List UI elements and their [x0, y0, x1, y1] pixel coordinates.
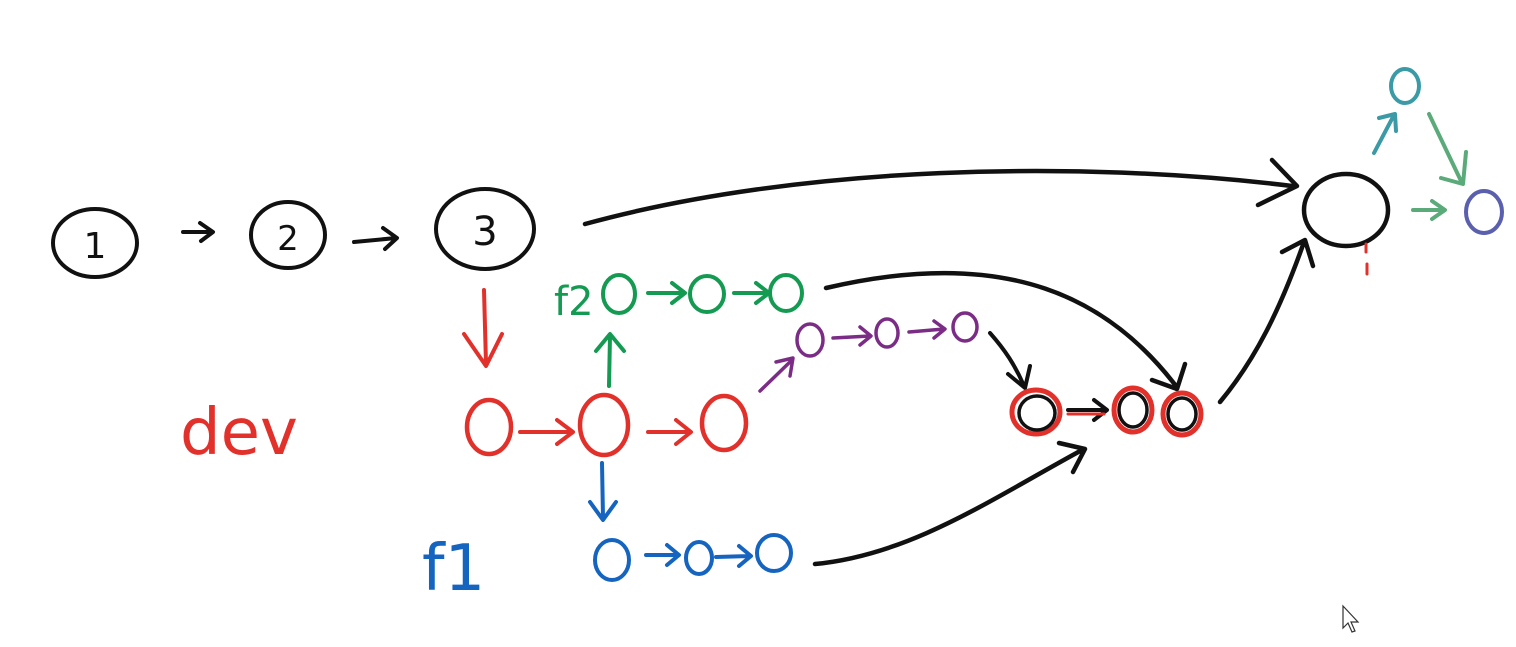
purple-commit-2	[874, 317, 900, 349]
f2-arrow-2	[732, 281, 771, 305]
dev-label: dev	[180, 396, 298, 470]
arrow-3-to-master-tip	[582, 168, 1295, 227]
f1-arrow-1	[644, 543, 681, 567]
master-branch: 1 2 3	[51, 157, 1391, 279]
arrow-2-to-3	[352, 226, 399, 251]
merge-commit-3-black	[1166, 396, 1198, 432]
master-commit-2	[249, 200, 327, 270]
purple-arrow-2	[907, 319, 947, 340]
tip-red-mark	[1364, 242, 1369, 276]
arrow-purple-to-merge	[988, 331, 1032, 390]
release-nodes	[1364, 67, 1504, 276]
arrowhead-master-tip	[1255, 157, 1300, 208]
master-commit-3	[434, 187, 536, 271]
merge-arrow	[1066, 398, 1109, 422]
release-commit-right	[1464, 189, 1504, 235]
dev-branch: dev	[180, 288, 749, 470]
dev-arrow-2	[646, 418, 693, 446]
merge-commit-2-red	[1111, 385, 1155, 435]
f1-branch: f1	[422, 461, 793, 606]
arrow-dev-to-f1	[588, 461, 618, 522]
f1-commit-1	[593, 538, 631, 582]
arrow-1-to-2	[181, 221, 215, 243]
arrow-tip-to-top-node	[1372, 112, 1398, 155]
master-commit-1	[51, 207, 139, 279]
f2-commit-2	[688, 274, 726, 314]
dev-commit-1	[464, 397, 514, 457]
f2-arrow-1	[646, 281, 687, 305]
dev-commit-3	[699, 393, 749, 453]
arrow-dev-to-f2	[594, 332, 626, 388]
purple-commit-1	[795, 322, 825, 358]
merge-commit-1-red	[1009, 387, 1063, 437]
purple-feature-branch	[758, 311, 1032, 393]
f1-commit-2	[684, 540, 714, 576]
release-commit-top	[1389, 67, 1421, 105]
f2-branch: f2	[554, 273, 804, 388]
merge-commit-3-red	[1160, 390, 1204, 438]
dev-arrow-1	[518, 418, 575, 446]
arrow-dev-to-purple	[758, 356, 795, 393]
f2-label: f2	[554, 279, 594, 325]
mouse-pointer-icon	[1342, 604, 1360, 633]
f1-commit-3	[755, 533, 793, 573]
f2-commit-3	[768, 273, 804, 313]
cursor-shape	[1342, 604, 1360, 633]
master-commit-2-label: 2	[277, 219, 299, 259]
arrow-top-to-right-node	[1427, 112, 1468, 186]
master-tip-commit	[1301, 171, 1391, 249]
merge-commit-1-black	[1017, 394, 1057, 432]
arrow-3-to-dev	[462, 288, 504, 368]
f2-commit-1	[601, 273, 637, 315]
merge-commit-2-black	[1117, 391, 1149, 429]
master-commit-3-label: 3	[472, 209, 497, 255]
purple-arrow-1	[831, 325, 873, 347]
merge-commits	[812, 237, 1316, 567]
arrow-merge-to-master-tip	[1217, 237, 1316, 405]
arrow-tip-to-right-node	[1411, 199, 1447, 221]
master-commit-1-label: 1	[84, 226, 107, 267]
dev-commit-2	[577, 392, 631, 458]
arrow-f2-to-merge	[823, 270, 1188, 392]
f1-arrow-2	[714, 544, 753, 568]
arrow-f1-to-merge	[812, 440, 1088, 567]
f1-label: f1	[422, 532, 485, 606]
purple-commit-3	[951, 311, 979, 343]
